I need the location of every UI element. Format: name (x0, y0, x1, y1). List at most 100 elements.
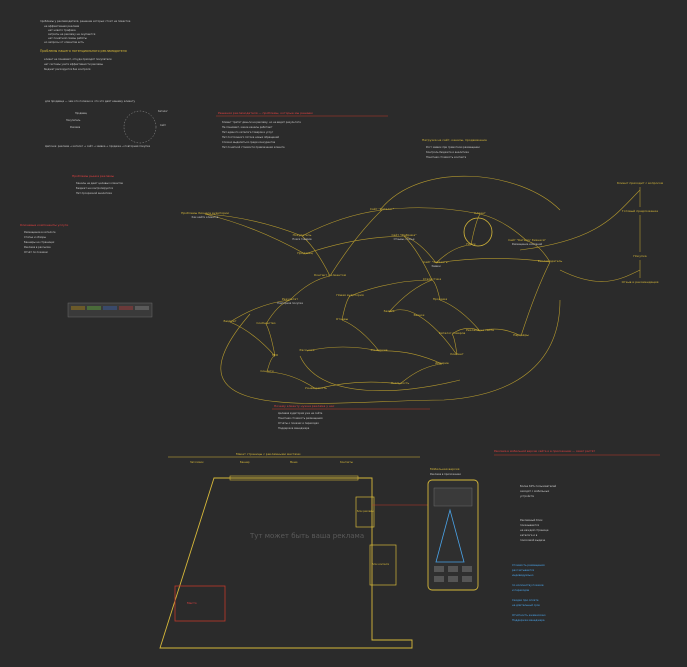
right-info-line: каталога и в (520, 534, 538, 537)
node-link (341, 295, 351, 321)
note-line: Нет понятной стоимости привлечения клиен… (222, 145, 285, 149)
note-title: Решения рекламодателя — проблемы, которы… (218, 111, 313, 115)
chain-node-label: Отзыв и рекомендация (622, 280, 659, 284)
mockup-caption: Тут может быть ваша реклама (249, 532, 364, 540)
note-line: нет понятной схемы работы (48, 36, 87, 40)
right-info-line: поисковой выдаче (520, 538, 546, 542)
node-label: Новая аудитория (336, 293, 364, 297)
phone-row (434, 566, 444, 572)
note-left-mid: Проблемы рынка рекламы Каналы не дают це… (72, 174, 123, 195)
right-info-line: на каждой странице (520, 528, 549, 532)
chain-node-label: Клиент приходит с вопросом (617, 181, 663, 185)
cycle-label: Покупатель (66, 119, 81, 122)
note-bottom-center: Почему клиенту нужна реклама у нас Целев… (272, 404, 430, 430)
note-title: Почему клиенту нужна реклама у нас (274, 404, 335, 408)
right-info-line: показывается (520, 524, 540, 527)
node-link (435, 258, 551, 264)
node-link (341, 319, 380, 352)
node-sublabel: Поиск товаров (292, 237, 312, 241)
mockup-side-box-label: Блок рекламы (357, 510, 374, 513)
node-arc (519, 189, 641, 251)
right-info-line: Рекламный блок (520, 518, 543, 522)
node-link (229, 321, 276, 357)
note-right-top: Нагрузка на сайт, каналы, продвижение Ро… (422, 138, 487, 159)
node-label: Отзывы (336, 317, 349, 321)
node-link (431, 279, 441, 301)
chain-node-label: Покупка (633, 254, 646, 258)
node-sublabel: Повторная покупка (277, 301, 303, 305)
note-line: Размещение в каталоге (24, 230, 56, 234)
node-link (204, 213, 303, 237)
node-link (304, 235, 405, 255)
node-link (451, 328, 481, 335)
node-link (265, 323, 276, 357)
note-line: Нет единого каталога товаров и услуг (222, 130, 274, 134)
note-line: нет нового трафика (48, 28, 76, 32)
note-heading: для продавца — чем это полезно и что это… (45, 99, 135, 103)
page-mockup: Макет страницы с рекламными местами Заго… (159, 452, 432, 649)
node-arc (299, 355, 461, 392)
note-title: Ключевые компоненты услуги (20, 223, 68, 227)
note-line: не эффективная реклама (44, 24, 80, 28)
note-line: Целевая аудитория уже на сайте (278, 411, 323, 415)
note-left-side: Ключевые компоненты услуги Размещение в … (20, 223, 153, 318)
note-line: Понятная стоимость контакта (426, 155, 467, 159)
node-arc (220, 299, 561, 404)
right-info-blue: и переходов (512, 589, 530, 592)
node-link (388, 309, 420, 317)
note-line: Рост заявок при грамотном размещении (426, 145, 480, 149)
right-info-red-header: Реклама в мобильной версии сайта и в при… (494, 449, 595, 453)
node-sublabel: Заявки (431, 264, 441, 268)
note-line: Баннеры на страницах (24, 240, 55, 244)
node-label: Сайт "Каталог бизнеса" (508, 238, 546, 242)
node-sublabel: Как найти клиентов (192, 215, 219, 219)
node-label: Проблемы бизнеса аудитории (181, 211, 229, 215)
mockup-red-label: Место (187, 601, 197, 605)
node-link (388, 279, 433, 313)
right-info-line: устройств (520, 494, 534, 498)
node-label: Доверие (435, 361, 449, 365)
note-line: Понятная стоимость размещения (278, 416, 323, 420)
right-info-blue: рассчитывается (512, 569, 535, 572)
node-label: Рекламодатель (538, 259, 563, 263)
note-line: Статьи и обзоры (24, 235, 46, 239)
node-label: Контакт с клиентом (314, 273, 346, 277)
note-line: Бюджет не контролируется (76, 186, 113, 190)
phone-blue-triangle (435, 508, 465, 563)
node-label: Контент (450, 352, 463, 356)
note-line: Клиент тратит деньги на рекламу, но не в… (222, 120, 301, 124)
note-line: Реклама в рассылке (24, 245, 51, 249)
node-label: Сайт "Заказать" (423, 260, 449, 264)
right-info-blue: на длительный срок (512, 603, 540, 607)
mockup-top-label: Контакты (340, 460, 353, 464)
cycle-label: Каталог (158, 110, 169, 113)
cycle-label: Продавец (75, 112, 87, 115)
node-label: Сайт "Фабрика" (391, 233, 417, 237)
node-label: Рассылка (300, 348, 315, 352)
node-link (378, 350, 443, 365)
hub-circle (463, 217, 493, 247)
color-strip-cell (135, 306, 149, 310)
node-label: SEO (272, 353, 279, 357)
node-link (403, 235, 433, 281)
node-label: Результат (282, 297, 298, 301)
right-info-blue: Скидки при оплате (512, 598, 539, 602)
node-link (451, 333, 458, 356)
note-heading: Проблемы нашего потенциального рекламода… (40, 49, 127, 53)
note-line: Сложно выделиться среди конкурентов (222, 140, 276, 144)
node-link (399, 363, 443, 385)
mockup-side-box-label: Блок контента (372, 563, 390, 566)
node-sublabel: Размещение компаний (512, 242, 543, 246)
mockup-top-label: Меню (290, 460, 297, 464)
phone-mockup: Мобильная версия Реклама в приложении (427, 467, 479, 591)
node-label: Лояльность (391, 381, 410, 385)
right-info-line: заходят с мобильных (520, 489, 550, 493)
cycle-circle (123, 110, 157, 144)
phone-row (448, 566, 458, 572)
node-label: Соцсети (260, 369, 273, 373)
node-label: Конверсия (371, 348, 388, 352)
node-label: Реклама на сайте (466, 328, 494, 332)
phone-row (462, 576, 472, 582)
